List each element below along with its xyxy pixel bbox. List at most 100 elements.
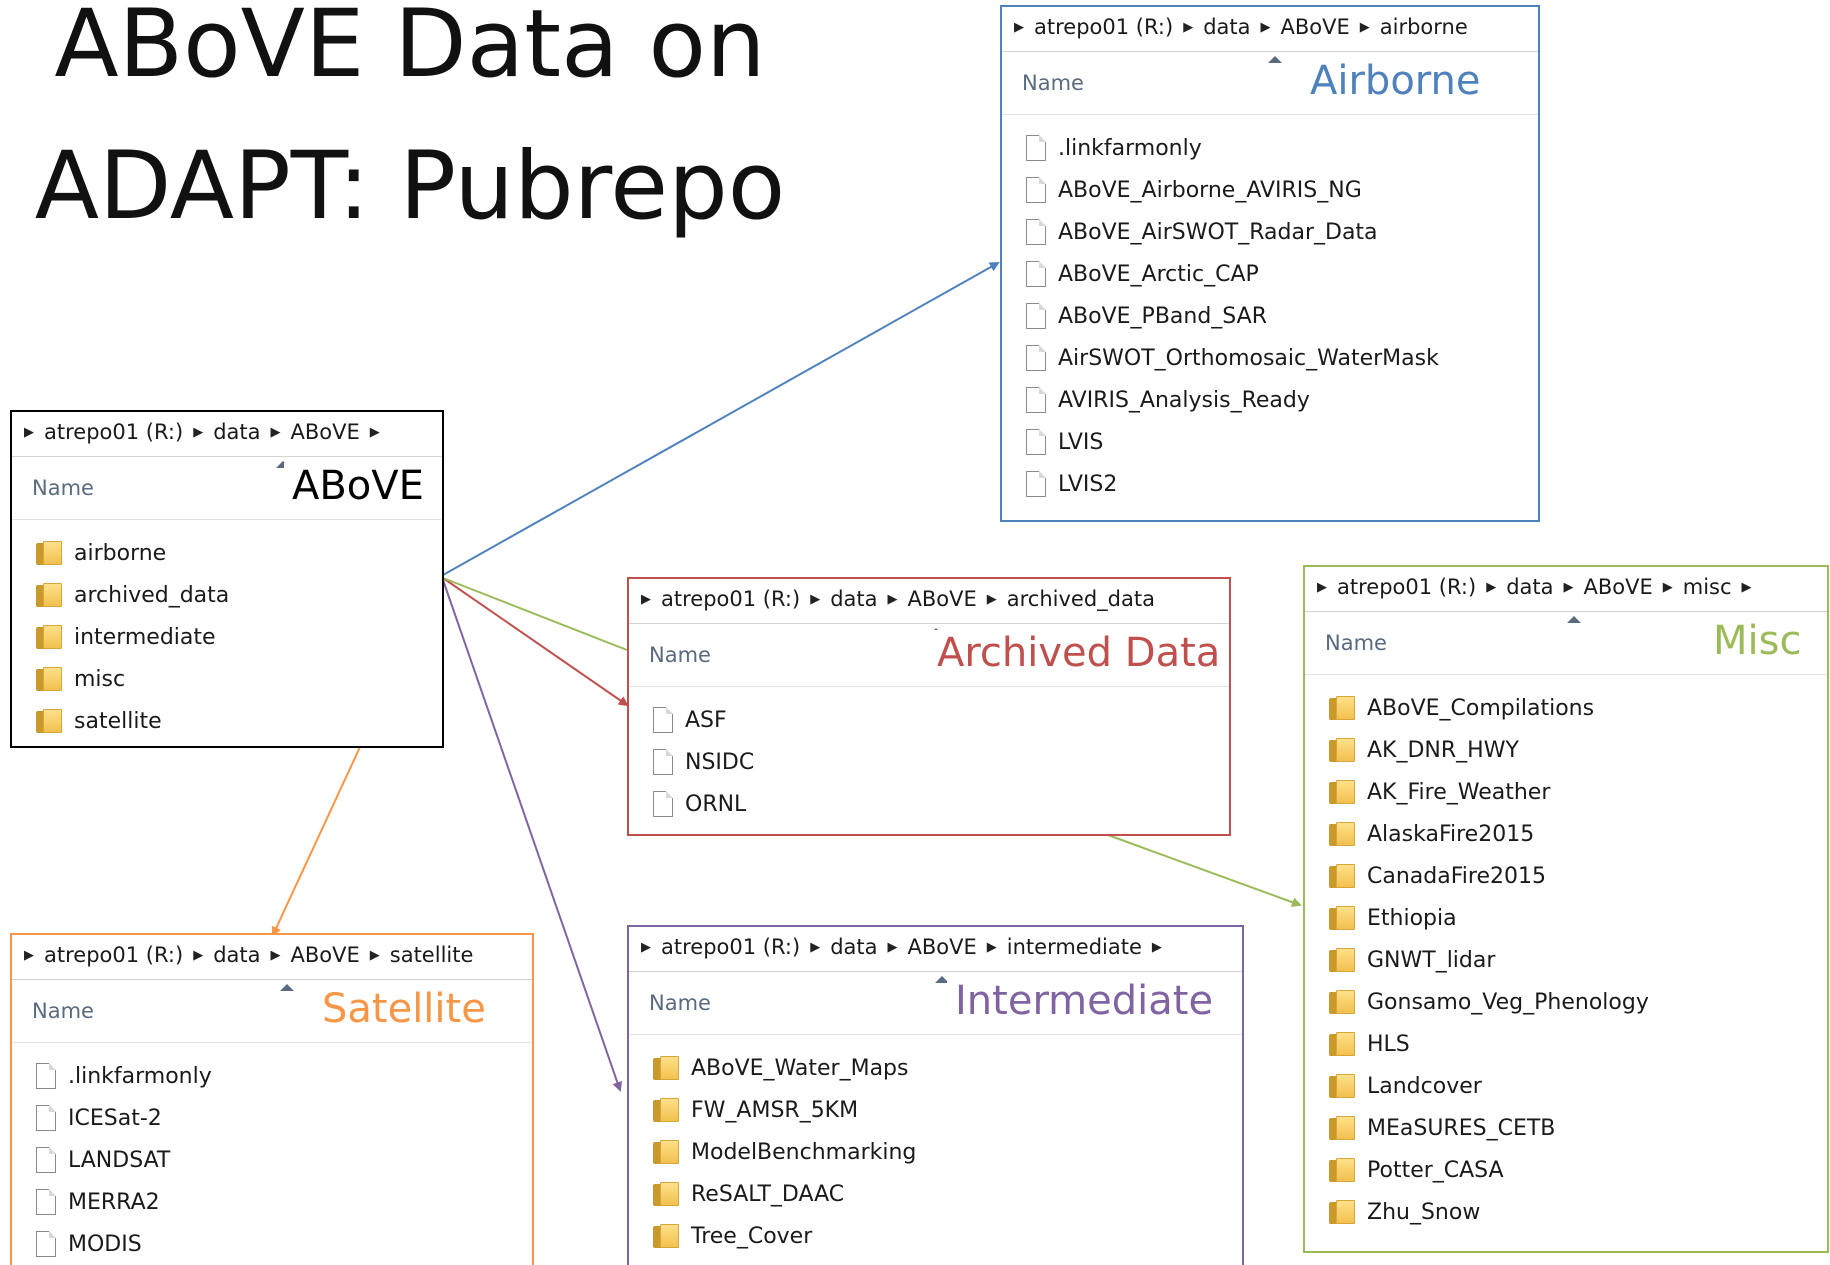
breadcrumb-chevron-icon[interactable]: ▶ <box>810 591 821 607</box>
item-name[interactable]: MEaSURES_CETB <box>1367 1115 1556 1141</box>
list-item[interactable]: Gonsamo_Veg_Phenology <box>1305 981 1827 1023</box>
breadcrumb-chevron-icon[interactable]: ▶ <box>641 591 651 607</box>
breadcrumb-label[interactable]: data <box>213 420 261 444</box>
item-name[interactable]: airborne <box>74 540 167 566</box>
breadcrumb-label[interactable]: satellite <box>389 943 474 967</box>
item-name[interactable]: .linkfarmonly <box>68 1063 212 1089</box>
list-item[interactable]: LANDSAT <box>12 1139 532 1181</box>
breadcrumb-chevron-icon[interactable]: ▶ <box>369 424 380 440</box>
item-name[interactable]: AVIRIS_Analysis_Ready <box>1058 387 1310 413</box>
breadcrumb-segment[interactable]: ▶ atrepo01 (R:) <box>641 587 800 611</box>
breadcrumb-segment[interactable]: ▶airborne <box>1350 15 1468 39</box>
breadcrumb-label[interactable]: ABoVE <box>1280 15 1350 39</box>
list-item[interactable]: satellite <box>12 700 442 742</box>
item-name[interactable]: Potter_CASA <box>1367 1157 1504 1183</box>
list-item[interactable]: Tree_Cover <box>629 1215 1242 1257</box>
item-name[interactable]: ABoVE_Arctic_CAP <box>1058 261 1259 287</box>
list-item[interactable]: AVIRIS_Analysis_Ready <box>1002 379 1538 421</box>
breadcrumb-label[interactable]: ABoVE <box>907 587 977 611</box>
column-header[interactable]: Name ABoVE <box>12 457 442 520</box>
breadcrumb-chevron-icon[interactable]: ▶ <box>887 591 898 607</box>
breadcrumb-segment[interactable]: ▶ <box>360 425 390 440</box>
item-name[interactable]: MERRA2 <box>68 1189 160 1215</box>
list-item[interactable]: LVIS <box>1002 421 1538 463</box>
list-item[interactable]: GNWT_lidar <box>1305 939 1827 981</box>
breadcrumb-label[interactable]: atrepo01 (R:) <box>44 943 184 967</box>
item-name[interactable]: ORNL <box>685 791 747 817</box>
breadcrumb-chevron-icon[interactable]: ▶ <box>1486 579 1497 595</box>
breadcrumb-chevron-icon[interactable]: ▶ <box>810 939 821 955</box>
breadcrumb-segment[interactable]: ▶atrepo01 (R:) <box>641 935 800 959</box>
breadcrumb-label[interactable]: ABoVE <box>1583 575 1653 599</box>
breadcrumb-label[interactable]: atrepo01 (R:) <box>661 587 801 611</box>
list-item[interactable]: misc <box>12 658 442 700</box>
item-name[interactable]: misc <box>74 666 126 692</box>
item-name[interactable]: AK_DNR_HWY <box>1367 737 1519 763</box>
list-item[interactable]: AK_Fire_Weather <box>1305 771 1827 813</box>
breadcrumb-label[interactable]: ABoVE <box>290 420 360 444</box>
item-name[interactable]: Zhu_Snow <box>1367 1199 1481 1225</box>
breadcrumb-label[interactable]: data <box>1506 575 1554 599</box>
list-item[interactable]: ICESat-2 <box>12 1097 532 1139</box>
name-column-label[interactable]: Name <box>649 643 711 667</box>
item-name[interactable]: ICESat-2 <box>68 1105 162 1131</box>
breadcrumb-chevron-icon[interactable]: ▶ <box>193 947 204 963</box>
list-item[interactable]: ABoVE_Airborne_AVIRIS_NG <box>1002 169 1538 211</box>
item-name[interactable]: Gonsamo_Veg_Phenology <box>1367 989 1649 1015</box>
breadcrumb-label[interactable]: atrepo01 (R:) <box>44 420 184 444</box>
breadcrumb-chevron-icon[interactable]: ▶ <box>1260 19 1271 35</box>
item-name[interactable]: intermediate <box>74 624 216 650</box>
breadcrumb-chevron-icon[interactable]: ▶ <box>1183 19 1194 35</box>
column-header[interactable]: Name Archived Data <box>629 624 1229 687</box>
breadcrumb-chevron-icon[interactable]: ▶ <box>1317 579 1327 595</box>
breadcrumb-label[interactable]: ABoVE <box>907 935 977 959</box>
breadcrumb-segment[interactable]: ▶ ABoVE <box>1554 575 1653 599</box>
list-item[interactable]: Ethiopia <box>1305 897 1827 939</box>
list-item[interactable]: MERRA2 <box>12 1181 532 1223</box>
item-name[interactable]: LVIS <box>1058 429 1104 455</box>
item-name[interactable]: Tree_Cover <box>691 1223 813 1249</box>
breadcrumb-chevron-icon[interactable]: ▶ <box>24 424 34 440</box>
list-item[interactable]: HLS <box>1305 1023 1827 1065</box>
item-name[interactable]: ABoVE_Compilations <box>1367 695 1595 721</box>
breadcrumb-segment[interactable]: ▶ data <box>183 420 260 444</box>
item-name[interactable]: ModelBenchmarking <box>691 1139 917 1165</box>
item-name[interactable]: ABoVE_Water_Maps <box>691 1055 909 1081</box>
column-header[interactable]: Name Intermediate <box>629 972 1242 1035</box>
breadcrumb-label[interactable]: archived_data <box>1006 587 1155 611</box>
breadcrumb-segment[interactable]: ▶ ABoVE <box>878 587 977 611</box>
breadcrumb-segment[interactable]: ▶ <box>1732 580 1762 595</box>
item-name[interactable]: AirSWOT_Orthomosaic_WaterMask <box>1058 345 1439 371</box>
breadcrumb-segment[interactable]: ▶ atrepo01 (R:) <box>24 943 183 967</box>
breadcrumb-chevron-icon[interactable]: ▶ <box>193 424 204 440</box>
list-item[interactable]: MEaSURES_CETB <box>1305 1107 1827 1149</box>
list-item[interactable]: intermediate <box>12 616 442 658</box>
list-item[interactable]: ABoVE_AirSWOT_Radar_Data <box>1002 211 1538 253</box>
breadcrumb-segment[interactable]: ▶intermediate <box>977 935 1142 959</box>
breadcrumb-label[interactable]: data <box>213 943 261 967</box>
list-item[interactable]: CanadaFire2015 <box>1305 855 1827 897</box>
breadcrumb-segment[interactable]: ▶archived_data <box>977 587 1155 611</box>
name-column-label[interactable]: Name <box>649 991 711 1015</box>
item-name[interactable]: ABoVE_PBand_SAR <box>1058 303 1268 329</box>
name-column-label[interactable]: Name <box>1325 631 1387 655</box>
breadcrumb-chevron-icon[interactable]: ▶ <box>270 947 281 963</box>
breadcrumb-chevron-icon[interactable]: ▶ <box>1563 579 1574 595</box>
item-name[interactable]: CanadaFire2015 <box>1367 863 1546 889</box>
breadcrumb-segment[interactable]: ▶ data <box>800 935 877 959</box>
breadcrumb-segment[interactable]: ▶ABoVE <box>261 420 360 444</box>
breadcrumb-chevron-icon[interactable]: ▶ <box>1359 19 1370 35</box>
breadcrumb-label[interactable]: data <box>830 587 878 611</box>
breadcrumb-label[interactable]: misc <box>1682 575 1732 599</box>
breadcrumb-chevron-icon[interactable]: ▶ <box>24 947 34 963</box>
item-name[interactable]: LANDSAT <box>68 1147 171 1173</box>
breadcrumb-chevron-icon[interactable]: ▶ <box>641 939 651 955</box>
breadcrumb-segment[interactable]: ▶ data <box>800 587 877 611</box>
breadcrumb-chevron-icon[interactable]: ▶ <box>1662 579 1673 595</box>
item-name[interactable]: GNWT_lidar <box>1367 947 1496 973</box>
breadcrumb-label[interactable]: intermediate <box>1006 935 1142 959</box>
breadcrumb-segment[interactable]: ▶ misc <box>1653 575 1732 599</box>
breadcrumb-label[interactable]: data <box>830 935 878 959</box>
list-item[interactable]: AirSWOT_Orthomosaic_WaterMask <box>1002 337 1538 379</box>
list-item[interactable]: AlaskaFire2015 <box>1305 813 1827 855</box>
